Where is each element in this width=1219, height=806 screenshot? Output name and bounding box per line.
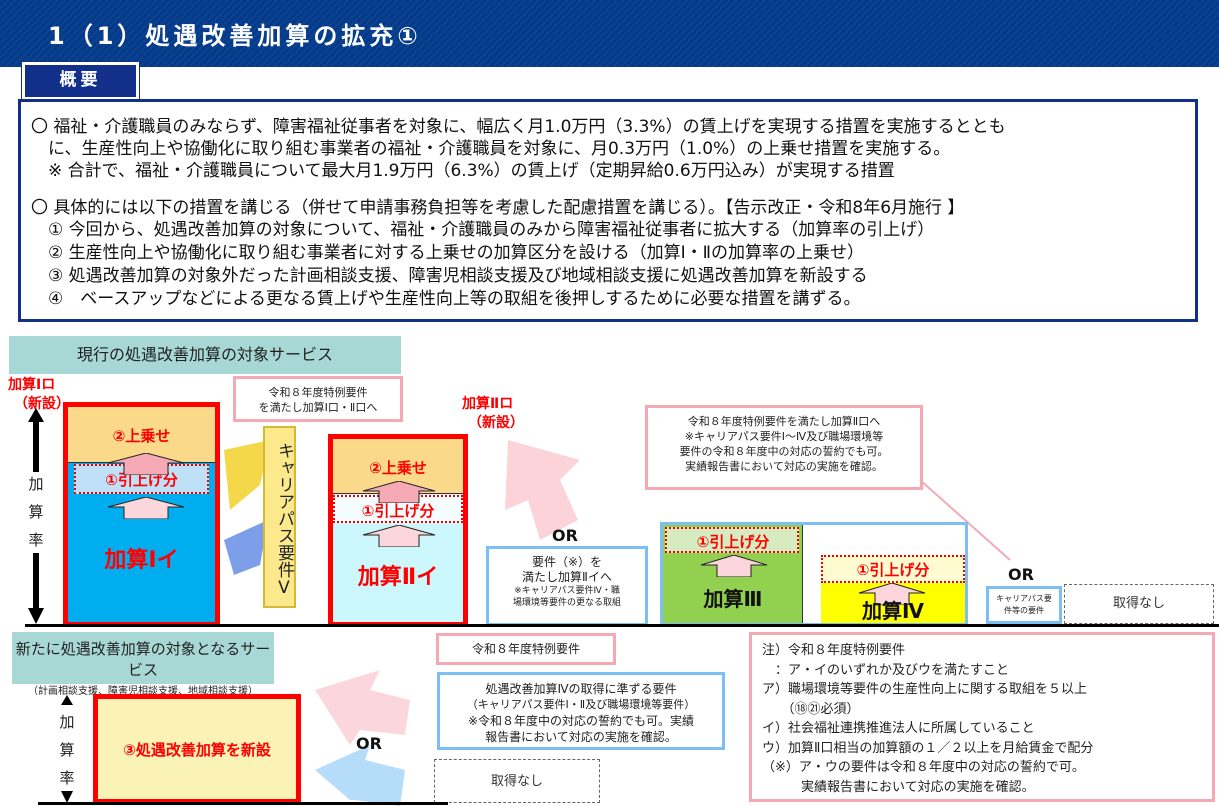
- summary-line: に、生産性向上や協働化に取り組む事業者の福祉・介護職員を対象に、月0.3万円（1…: [31, 139, 951, 159]
- callout-leader-lines: [919, 479, 1011, 561]
- up-arrow-icon: [107, 497, 185, 519]
- career-path-v-box: キャリアパス要件Ⅴ: [263, 426, 296, 608]
- current-services-label: 現行の処遇改善加算の対象サービス: [9, 336, 401, 374]
- baseline-2: [38, 802, 448, 805]
- up-arrow-icon: [362, 525, 436, 547]
- large-arrows-icon: [224, 440, 270, 575]
- or-label-2: OR: [1008, 565, 1034, 584]
- axis-label: 加算率: [59, 713, 75, 787]
- bar-new-addition: ③処遇改善加算を新設: [93, 694, 301, 804]
- page-title: 1（1）処遇改善加算の拡充①: [48, 22, 422, 50]
- summary-line: ③ 処遇改善加算の対象外だった計画相談支援、障害児相談支援及び地域相談支援に処遇…: [31, 266, 868, 286]
- summary-line: ※ 合計で、福祉・介護職員について最大月1.9万円（6.3%）の賃上げ（定期昇給…: [31, 161, 895, 181]
- or-label: OR: [552, 526, 578, 545]
- bar-k1i: ②上乗せ ①引上げ分 加算Ⅰイ: [63, 402, 220, 627]
- k1ro-label: 加算Ⅰロ: [8, 377, 56, 393]
- summary-line: ① 今回から、処遇改善加算の対象について、福祉・介護職員のみから障害福祉従事者に…: [31, 220, 935, 240]
- k2ro-sub: （新設）: [468, 415, 524, 431]
- up-arrow-icon: [362, 481, 436, 503]
- baseline: [25, 624, 1219, 627]
- k1ro-sub: （新設）: [14, 396, 70, 412]
- bar-group-3-4: ①引上げ分 加算Ⅲ ①引上げ分 加算Ⅳ: [660, 522, 968, 626]
- axis-arrow-icon: [28, 408, 44, 624]
- new-services-label: 新たに処遇改善加算の対象となるサービス （計画相談支援、障害児相談支援、地域相談…: [12, 632, 274, 697]
- bar-k3: ①引上げ分 加算Ⅲ: [663, 525, 803, 623]
- summary-line: ② 生産性向上や協働化に取り組む事業者に対する上乗せの加算区分を設ける（加算Ⅰ・…: [31, 243, 865, 263]
- summary-line: 〇 具体的には以下の措置を講じる（併せて申請事務負担等を考慮した配慮措置を講じる…: [31, 198, 965, 218]
- summary-line: 〇 福祉・介護職員のみならず、障害福祉従事者を対象に、幅広く月1.0万円（3.3…: [31, 117, 1006, 137]
- axis-label: 加算率: [28, 475, 44, 549]
- summary-box: 〇 福祉・介護職員のみならず、障害福祉従事者を対象に、幅広く月1.0万円（3.3…: [18, 99, 1198, 322]
- no-acquisition-box-2: 取得なし: [434, 759, 600, 803]
- k2ro-label: 加算Ⅱロ: [462, 396, 514, 412]
- page-header: 1（1）処遇改善加算の拡充①: [0, 0, 1219, 67]
- kasan-iv-requirement-box: 処遇改善加算Ⅳの取得に準ずる要件 （キャリアパス要件Ⅰ・Ⅱ及び職場環境等要件） …: [437, 672, 725, 750]
- pink-arrow-icon: [505, 440, 580, 540]
- requirement-box: 要件（※）を 満たし加算Ⅱイへ ※キャリアパス要件Ⅳ・職 場環境等要件の更なる取…: [486, 546, 648, 626]
- axis-arrow-icon: [61, 695, 73, 803]
- summary-tab: 概要: [21, 61, 140, 101]
- special-requirement-callout-3: 令和８年度特例要件: [436, 633, 616, 665]
- up-arrow-icon: [107, 453, 185, 475]
- up-arrow-icon: [858, 583, 926, 605]
- career-requirement-box: キャリアパス要件等の要件: [986, 586, 1062, 624]
- no-acquisition-box: 取得なし: [1064, 584, 1214, 624]
- or-label-3: OR: [356, 734, 382, 753]
- special-requirement-callout-2: 令和８年度特例要件を満たし加算Ⅱ口へ※キャリアパス要件Ⅰ～Ⅳ及び職場環境等要件の…: [645, 405, 923, 490]
- special-requirement-callout: 令和８年度特例要件を満たし加算Ⅰ口・Ⅱ口へ: [233, 376, 403, 422]
- note-box: 注）令和８年度特例要件 ：ア・イのいずれか及びウを満たすこと ア）職場環境等要件…: [749, 632, 1215, 802]
- summary-line: ④ ベースアップなどによる更なる賃上げや生産性向上等の取組を後押しするために必要…: [31, 289, 861, 309]
- arrows-icon: [315, 670, 410, 806]
